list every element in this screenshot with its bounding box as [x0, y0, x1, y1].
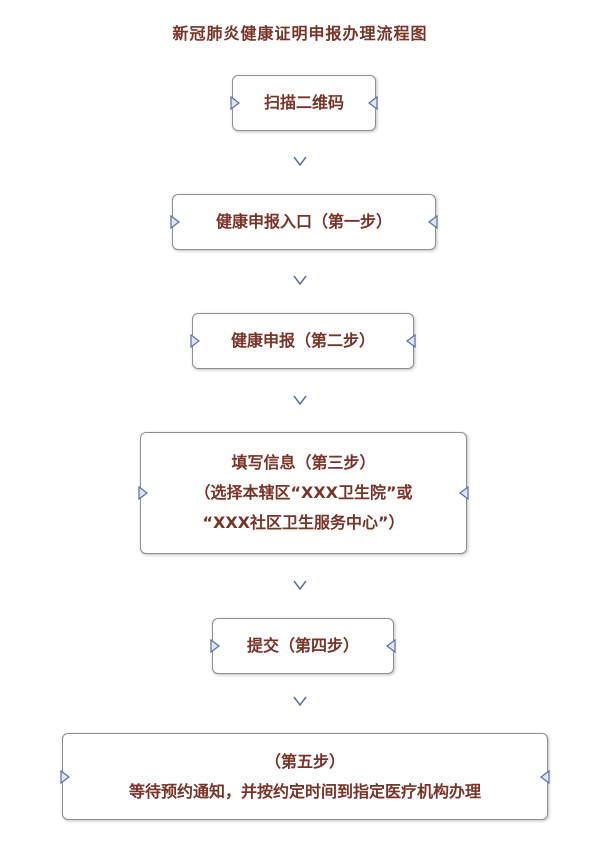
step-label: 扫描二维码 — [263, 93, 344, 112]
step-box-step-1: 健康申报入口（第一步） — [169, 194, 439, 250]
step-detail: 等待预约通知，并按约定时间到指定医疗机构办理 — [128, 781, 481, 801]
triangle-marker-icon — [458, 486, 470, 500]
chevron-down-icon — [292, 274, 308, 286]
triangle-marker-icon — [169, 215, 181, 229]
step-label: （第五步） — [264, 751, 345, 771]
step-label: 健康申报入口（第一步） — [215, 212, 392, 231]
chevron-down-icon — [292, 155, 308, 167]
step-box-scan-qr: 扫描二维码 — [229, 75, 379, 131]
step-box-step-3: 填写信息（第三步） （选择本辖区“XXX卫生院”或 “XXX社区卫生服务中心”） — [137, 432, 470, 554]
step-detail: “XXX社区卫生服务中心”） — [202, 513, 405, 532]
triangle-marker-icon — [405, 334, 417, 348]
flowchart-title: 新冠肺炎健康证明申报办理流程图 — [172, 24, 428, 43]
triangle-marker-icon — [427, 215, 439, 229]
step-label: 填写信息（第三步） — [231, 453, 376, 472]
step-detail: （选择本辖区“XXX卫生院”或 — [194, 483, 413, 502]
chevron-down-icon — [292, 394, 308, 406]
triangle-marker-icon — [209, 639, 221, 653]
triangle-marker-icon — [137, 486, 149, 500]
step-label: 健康申报（第二步） — [230, 331, 375, 350]
triangle-marker-icon — [385, 639, 397, 653]
triangle-marker-icon — [189, 334, 201, 348]
chevron-down-icon — [292, 579, 308, 591]
triangle-marker-icon — [59, 769, 71, 784]
step-label: 提交（第四步） — [246, 636, 359, 655]
step-box-step-4: 提交（第四步） — [209, 618, 397, 674]
triangle-marker-icon — [367, 96, 379, 110]
step-box-step-5: （第五步） 等待预约通知，并按约定时间到指定医疗机构办理 — [59, 733, 551, 820]
chevron-down-icon — [292, 695, 308, 707]
step-box-step-2: 健康申报（第二步） — [189, 313, 417, 369]
triangle-marker-icon — [539, 769, 551, 784]
triangle-marker-icon — [229, 96, 241, 110]
